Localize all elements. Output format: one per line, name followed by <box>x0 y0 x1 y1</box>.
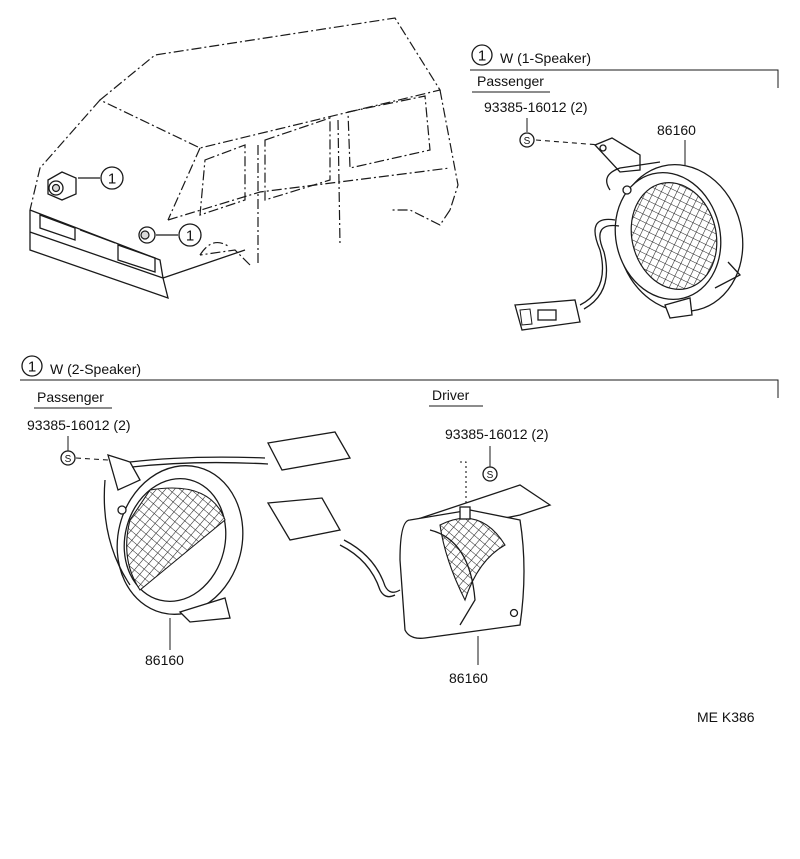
variant-1-title: W (1-Speaker) <box>500 50 591 66</box>
variant-2-passenger-speaker-part-number: 86160 <box>145 652 184 668</box>
variant-2-driver-speaker <box>266 484 552 639</box>
variant-1-bolt-symbol-label: S <box>524 136 531 147</box>
variant-2-marker: 1 <box>21 355 43 377</box>
van-illustration: 1 1 <box>29 17 459 300</box>
variant-1-speaker <box>514 137 744 331</box>
variant-2-title: W (2-Speaker) <box>50 361 141 377</box>
diagram-reference-code: ME K386 <box>697 709 755 725</box>
van-speaker-lower <box>138 226 156 244</box>
variant-2-passenger-bolt-symbol: S <box>60 450 76 466</box>
variant-2-driver-bolt-part-number: 93385-16012 (2) <box>445 426 549 442</box>
variant-2-passenger-bolt-part-number: 93385-16012 (2) <box>27 417 131 433</box>
variant-2-driver-label: Driver <box>432 387 470 403</box>
variant-2-driver-speaker-part-number: 86160 <box>449 670 488 686</box>
variant-1-marker: 1 <box>471 44 493 66</box>
variant-2-driver-bolt-symbol-label: S <box>487 470 494 481</box>
variant-1-marker-label: 1 <box>478 48 486 65</box>
van-callout-lower-label: 1 <box>186 228 194 245</box>
variant-1-speaker-section: 1 W (1-Speaker) Passenger 93385-16012 (2… <box>470 44 779 331</box>
variant-2-passenger-bolt-symbol-label: S <box>65 454 72 465</box>
variant-1-bolt-symbol: S <box>519 132 535 148</box>
variant-2-passenger-label: Passenger <box>37 389 104 405</box>
variant-2-passenger-speaker <box>103 431 352 623</box>
van-callout-upper-label: 1 <box>108 171 116 188</box>
variant-1-passenger-label: Passenger <box>477 73 544 89</box>
van-speaker-upper <box>47 171 77 201</box>
variant-1-bolt-part-number: 93385-16012 (2) <box>484 99 588 115</box>
variant-1-speaker-part-number: 86160 <box>657 122 696 138</box>
variant-2-driver-bolt-symbol: S <box>482 466 498 482</box>
variant-2-speaker-section: 1 W (2-Speaker) Passenger 93385-16012 (2… <box>20 355 779 686</box>
variant-2-marker-label: 1 <box>28 359 36 376</box>
van-callout-upper: 1 <box>100 166 124 190</box>
van-callout-lower: 1 <box>178 223 202 247</box>
